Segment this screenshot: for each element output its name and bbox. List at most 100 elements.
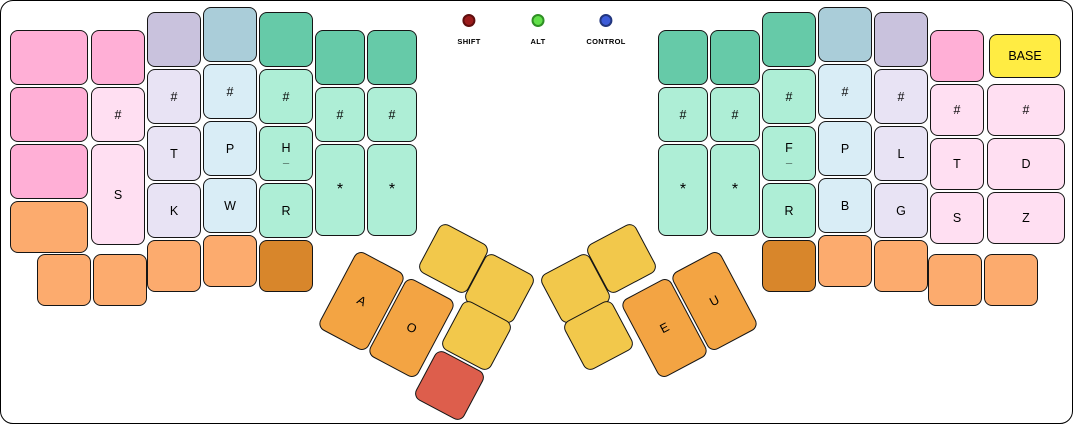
key-legend: F: [785, 140, 793, 155]
key-legend: Z: [1022, 211, 1030, 225]
key-blank[interactable]: [315, 30, 365, 85]
key-legend: #: [841, 84, 849, 99]
key-legend: L: [897, 146, 905, 161]
key-hash[interactable]: #: [710, 87, 760, 142]
key-legend: #: [282, 89, 290, 104]
key-blank[interactable]: [762, 240, 816, 292]
key-hash[interactable]: #: [147, 69, 201, 124]
key-blank[interactable]: [203, 235, 257, 287]
key-blank[interactable]: [930, 30, 984, 82]
key-blank[interactable]: [874, 240, 928, 292]
alt-led-icon: [531, 14, 545, 27]
key-legend: T: [953, 157, 961, 171]
shift-led-icon: [462, 14, 476, 27]
key-blank[interactable]: [10, 144, 88, 199]
key-hash[interactable]: #: [987, 84, 1065, 136]
key-legend: #: [785, 89, 793, 104]
key-blank[interactable]: [259, 240, 313, 292]
key-legend: R: [281, 203, 291, 218]
key-hold-legend: _: [282, 152, 290, 165]
key-blank[interactable]: [93, 254, 147, 306]
key-blank[interactable]: [91, 30, 145, 85]
key-hash[interactable]: #: [874, 69, 928, 124]
key-legend: K: [169, 203, 179, 218]
key-h[interactable]: H_: [259, 126, 313, 181]
key-hash[interactable]: #: [762, 69, 816, 124]
key-blank[interactable]: [367, 30, 417, 85]
key-blank[interactable]: [818, 7, 872, 62]
key-legend: *: [731, 181, 739, 198]
key-blank[interactable]: [259, 12, 313, 67]
key-blank[interactable]: [203, 7, 257, 62]
key-hash[interactable]: #: [91, 87, 145, 142]
key-hash[interactable]: #: [930, 84, 984, 136]
key-hash[interactable]: #: [367, 87, 417, 142]
key-s[interactable]: S: [930, 192, 984, 244]
key-f[interactable]: F_: [762, 126, 816, 181]
key-g[interactable]: G: [874, 183, 928, 238]
key-d[interactable]: D: [987, 138, 1065, 190]
key-legend: P: [840, 141, 850, 156]
key-star[interactable]: *: [658, 144, 708, 236]
key-legend: BASE: [1008, 49, 1042, 63]
key-p[interactable]: P: [818, 121, 872, 176]
key-legend: B: [840, 198, 850, 213]
key-z[interactable]: Z: [987, 192, 1065, 244]
key-blank[interactable]: [147, 240, 201, 292]
key-blank[interactable]: [658, 30, 708, 85]
indicator-label: ALT: [530, 37, 546, 46]
key-blank[interactable]: [10, 30, 88, 85]
key-k[interactable]: K: [147, 183, 201, 238]
key-star[interactable]: *: [710, 144, 760, 236]
key-blank[interactable]: [928, 254, 982, 306]
key-hash[interactable]: #: [658, 87, 708, 142]
key-hash[interactable]: #: [818, 64, 872, 119]
key-legend: A: [354, 292, 369, 310]
key-w[interactable]: W: [203, 178, 257, 233]
key-blank[interactable]: [874, 12, 928, 67]
key-r[interactable]: R: [762, 183, 816, 238]
key-t[interactable]: T: [930, 138, 984, 190]
indicator-alt: ALT: [531, 14, 546, 46]
key-legend: #: [170, 89, 178, 104]
key-blank[interactable]: [984, 254, 1038, 306]
key-l[interactable]: L: [874, 126, 928, 181]
indicator-control: CONTROL: [586, 14, 625, 46]
key-blank[interactable]: [10, 201, 88, 253]
key-legend: #: [388, 107, 396, 122]
key-blank[interactable]: [818, 235, 872, 287]
key-star[interactable]: *: [315, 144, 365, 236]
key-hash[interactable]: #: [315, 87, 365, 142]
key-legend: *: [336, 181, 344, 198]
key-blank[interactable]: [710, 30, 760, 85]
key-r[interactable]: R: [259, 183, 313, 238]
key-b[interactable]: B: [818, 178, 872, 233]
key-legend: #: [731, 107, 739, 122]
key-blank[interactable]: [10, 87, 88, 142]
key-s[interactable]: S: [91, 144, 145, 245]
key-legend: #: [679, 107, 687, 122]
key-blank[interactable]: [37, 254, 91, 306]
key-legend: E: [657, 319, 672, 337]
key-legend: *: [679, 181, 687, 198]
key-hash[interactable]: #: [259, 69, 313, 124]
key-blank[interactable]: [762, 12, 816, 67]
key-star[interactable]: *: [367, 144, 417, 236]
key-t[interactable]: T: [147, 126, 201, 181]
key-blank[interactable]: [147, 12, 201, 67]
key-base[interactable]: BASE: [989, 34, 1061, 78]
key-legend: *: [388, 181, 396, 198]
key-legend: U: [707, 292, 722, 310]
key-p[interactable]: P: [203, 121, 257, 176]
key-legend: O: [403, 319, 420, 337]
key-legend: S: [113, 187, 123, 202]
key-hold-legend: _: [785, 152, 793, 165]
indicator-shift: SHIFT: [457, 14, 480, 46]
key-legend: #: [226, 84, 234, 99]
indicator-label: SHIFT: [457, 37, 481, 46]
control-led-icon: [599, 14, 613, 27]
key-hash[interactable]: #: [203, 64, 257, 119]
key-legend: #: [953, 103, 961, 117]
key-legend: T: [170, 146, 178, 161]
